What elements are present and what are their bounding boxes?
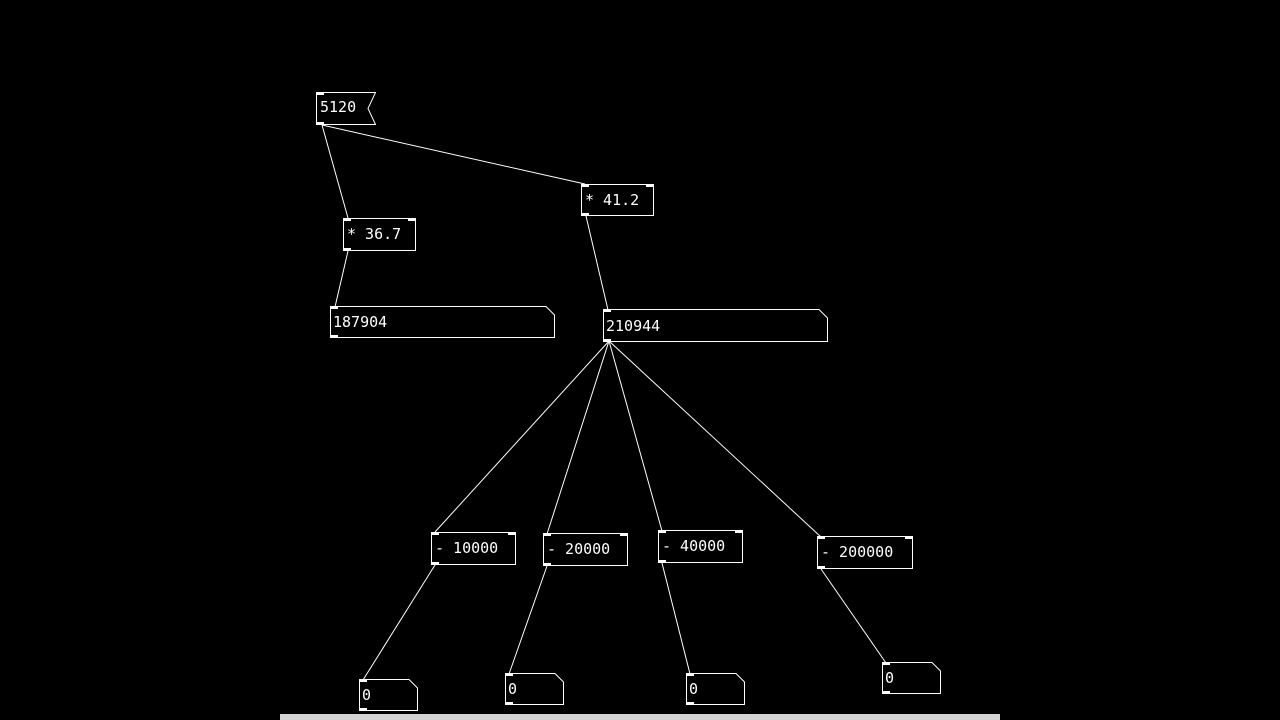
inlet-left[interactable] (817, 536, 825, 539)
number-box-result-b[interactable]: 210944 (603, 309, 828, 342)
inlet-right[interactable] (508, 532, 516, 535)
cord-mult-b-to-result-b (585, 215, 609, 311)
cord-result-b-to-sub-2 (546, 340, 610, 535)
cord-sub-4-to-out-4 (820, 568, 887, 664)
number-box-output-2-outline (505, 673, 564, 705)
inlet-right[interactable] (646, 184, 654, 187)
multiply-object-a[interactable]: * 36.7 (343, 218, 416, 251)
number-box-output-3[interactable]: 0 (686, 673, 745, 705)
cord-result-b-to-sub-4 (608, 340, 822, 538)
number-box-output-1[interactable]: 0 (359, 679, 418, 711)
cord-sub-1-to-out-1 (362, 564, 436, 681)
outlet-left[interactable] (543, 563, 551, 566)
outlet-left[interactable] (581, 213, 589, 216)
inlet-right[interactable] (905, 536, 913, 539)
number-box-result-a-value: 187904 (333, 313, 388, 331)
cord-result-b-to-sub-1 (434, 340, 610, 533)
number-box-output-1-value: 0 (362, 686, 372, 704)
inlet-right[interactable] (408, 218, 416, 221)
multiply-object-b[interactable]: * 41.2 (581, 184, 654, 216)
subtract-object-1[interactable]: - 10000 (431, 532, 516, 565)
cord-mult-a-to-result-a (334, 250, 349, 308)
message-box-value: 5120 (320, 98, 357, 116)
subtract-object-2-label: - 20000 (547, 540, 611, 558)
multiply-object-b-label: * 41.2 (585, 190, 640, 209)
inlet-left[interactable] (431, 532, 439, 535)
number-box-output-2-value: 0 (508, 680, 518, 698)
inlet-left[interactable] (543, 533, 551, 536)
subtract-object-4-label: - 200000 (821, 543, 894, 561)
number-box-result-a[interactable]: 187904 (330, 306, 555, 338)
number-box-output-4[interactable]: 0 (882, 662, 941, 694)
cord-sub-2-to-out-2 (508, 565, 548, 675)
number-box-output-4-value: 0 (885, 669, 895, 687)
number-box-output-2[interactable]: 0 (505, 673, 564, 705)
number-box-result-b-value: 210944 (606, 317, 661, 335)
bottom-scrollbar-strip[interactable] (280, 714, 1000, 720)
number-box-output-4-outline (882, 662, 941, 694)
cord-message-to-mult-b (321, 124, 586, 185)
number-box-result-b-outline (603, 309, 828, 342)
cord-message-to-mult-a (321, 124, 349, 219)
inlet-left[interactable] (343, 218, 351, 221)
cord-sub-3-to-out-3 (661, 562, 691, 675)
message-box-outline (316, 92, 376, 125)
inlet-right[interactable] (735, 530, 743, 533)
number-box-result-a-outline (330, 306, 555, 338)
outlet-left[interactable] (343, 248, 351, 251)
subtract-object-2[interactable]: - 20000 (543, 533, 628, 566)
outlet-left[interactable] (431, 562, 439, 565)
number-box-output-1-outline (359, 679, 418, 711)
outlet-left[interactable] (658, 560, 666, 563)
message-box[interactable]: 5120 (316, 92, 376, 125)
number-box-output-3-value: 0 (689, 680, 699, 698)
subtract-object-3[interactable]: - 40000 (658, 530, 743, 563)
subtract-object-1-label: - 10000 (435, 539, 499, 557)
inlet-right[interactable] (620, 533, 628, 536)
multiply-object-a-label: * 36.7 (347, 225, 402, 243)
inlet-left[interactable] (658, 530, 666, 533)
inlet-left[interactable] (581, 184, 589, 187)
number-box-output-3-outline (686, 673, 745, 705)
outlet-left[interactable] (817, 566, 825, 569)
cord-result-b-to-sub-3 (608, 340, 663, 532)
subtract-object-4[interactable]: - 200000 (817, 536, 913, 569)
subtract-object-3-label: - 40000 (662, 537, 726, 555)
